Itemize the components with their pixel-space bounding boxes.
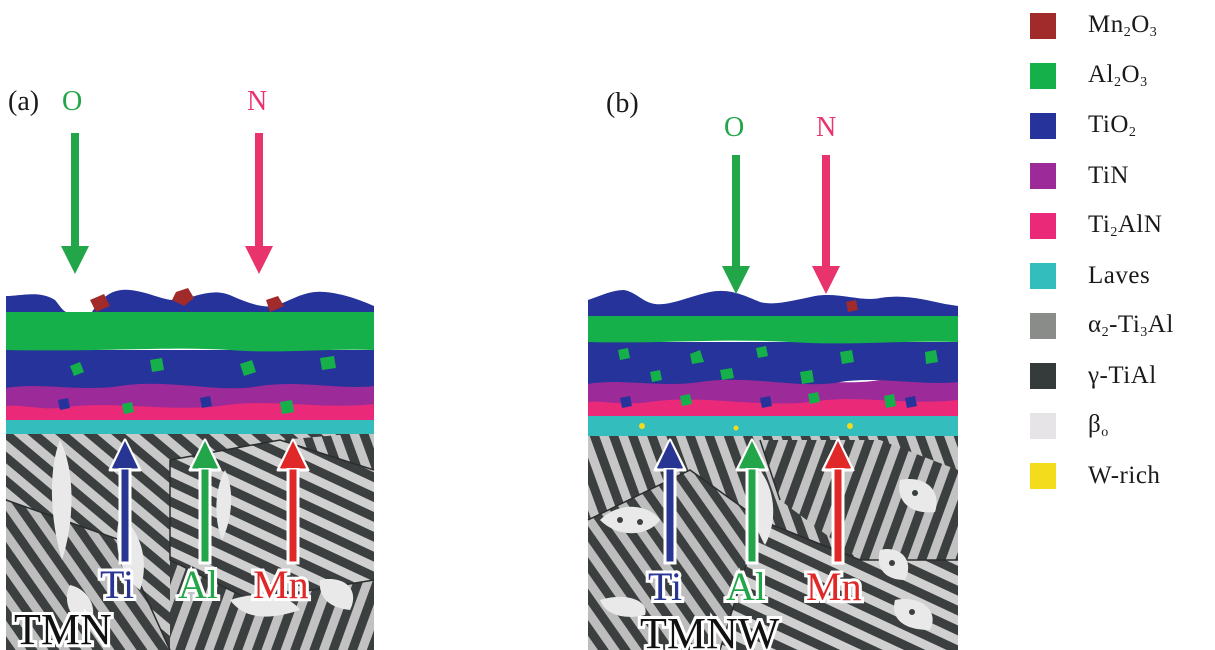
oxygen-inward-arrow-b: [722, 155, 750, 294]
mn-label-b: Mn: [806, 564, 862, 609]
tio2-layer-a: [6, 350, 374, 389]
legend-swatch: [1030, 163, 1056, 189]
mn-outward-arrow-a: [276, 438, 310, 565]
legend-item-gamma: γ-TiAl: [1030, 356, 1157, 396]
oxygen-inward-arrow-a: [61, 133, 89, 274]
mn2o3-particle: [172, 288, 194, 306]
legend-label: Laves: [1088, 262, 1151, 289]
laves-layer-a: [6, 420, 374, 434]
legend-swatch: [1030, 213, 1056, 239]
legend-label: Mn2O3: [1088, 11, 1158, 40]
ti-label-a: Ti: [100, 562, 134, 607]
legend-label: γ-TiAl: [1088, 362, 1157, 389]
legend-label: Al2O3: [1088, 61, 1148, 90]
legend-swatch: [1030, 63, 1056, 89]
al-label-b: Al: [726, 564, 766, 609]
legend-swatch: [1030, 263, 1056, 289]
ti-outward-arrow-a: [108, 438, 142, 565]
legend-item-tin: TiN: [1030, 156, 1129, 196]
mn2o3-particle: [266, 296, 284, 312]
legend-label: Ti2AlN: [1088, 211, 1163, 240]
tio2-top-b: [588, 290, 958, 316]
ti-label-b: Ti: [648, 564, 682, 609]
legend-item-alpha2: α2-Ti3Al: [1030, 306, 1174, 346]
nitrogen-label-a: N: [247, 86, 267, 117]
oxygen-label-a: O: [62, 86, 82, 117]
panel-b: [587, 290, 958, 650]
legend-label: TiN: [1088, 162, 1129, 189]
legend-swatch: [1030, 463, 1056, 489]
nitrogen-inward-arrow-a: [245, 133, 273, 274]
tio2-layer-b: [588, 342, 958, 385]
oxygen-label-b: O: [724, 112, 744, 143]
al2o3-layer-b: [588, 316, 958, 344]
legend-item-laves: Laves: [1030, 256, 1150, 296]
legend-item-ti2aln: Ti2AlN: [1030, 206, 1162, 246]
laves-layer-b: [588, 416, 958, 436]
legend-swatch: [1030, 13, 1056, 39]
panel-label-b: (b): [606, 88, 639, 119]
legend-swatch: [1030, 313, 1056, 339]
legend-label: α2-Ti3Al: [1088, 311, 1174, 340]
panel-a: [5, 288, 375, 650]
legend-swatch: [1030, 113, 1056, 139]
mn-label-a: Mn: [253, 562, 309, 607]
legend-swatch: [1030, 413, 1056, 439]
legend-label: W-rich: [1088, 462, 1161, 489]
mn2o3-particle: [90, 294, 110, 312]
al-label-a: Al: [178, 562, 218, 607]
mn2o3-particle: [846, 300, 858, 312]
nitrogen-inward-arrow-b: [812, 155, 840, 294]
alloy-label-a: TMN: [14, 605, 112, 650]
legend-label: βo: [1088, 411, 1109, 440]
alloy-label-b: TMNW: [640, 609, 780, 650]
legend-item-tio2: TiO2: [1030, 106, 1136, 146]
legend-item-mn2o3: Mn2O3: [1030, 6, 1157, 46]
al-outward-arrow-b: [735, 438, 769, 565]
legend-item-al2o3: Al2O3: [1030, 56, 1148, 96]
al-outward-arrow-a: [188, 438, 222, 565]
legend-swatch: [1030, 363, 1056, 389]
legend-label: TiO2: [1088, 111, 1137, 140]
legend-item-beta-o: βo: [1030, 406, 1109, 446]
ti-outward-arrow-b: [653, 438, 687, 565]
nitrogen-label-b: N: [816, 112, 836, 143]
al2o3-layer-a: [6, 312, 374, 352]
panel-label-a: (a): [8, 86, 39, 117]
legend-item-w-rich: W-rich: [1030, 456, 1160, 496]
mn-outward-arrow-b: [821, 438, 855, 565]
